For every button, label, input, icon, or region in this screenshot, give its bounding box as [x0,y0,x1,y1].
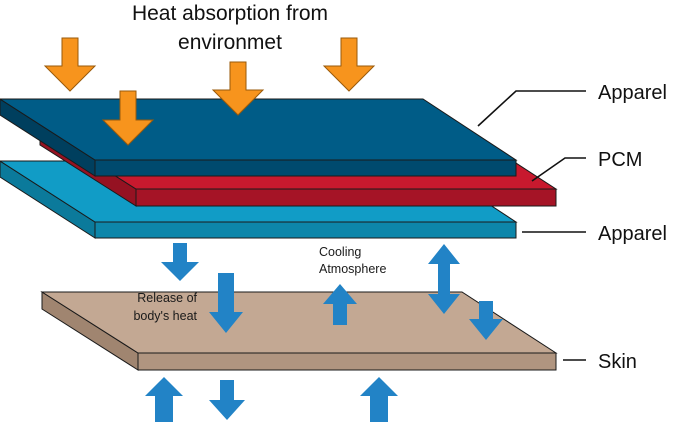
down-arrow-icon [161,243,199,281]
leader-apparel-top [477,90,586,127]
down-arrow-icon [469,301,503,340]
apparel-top-layer [0,98,518,177]
label-skin: Skin [598,351,637,373]
down-arrow-icon [43,37,97,92]
up-arrow-icon [323,284,357,325]
up-down-arrow-icon [428,244,460,314]
leader-pcm [531,157,586,182]
down-arrow-icon [209,273,243,333]
cooling-note-line-1: Cooling [319,245,361,259]
flow-arrows [145,243,503,422]
skin-layer-top [40,291,558,354]
leader-lines [477,90,586,361]
up-arrow-icon [145,377,183,422]
release-note-line-2: body's heat [133,309,197,323]
heat-arrows [43,37,376,146]
down-arrow-icon [101,90,155,146]
down-arrow-icon [322,37,376,92]
release-note-line-1: Release of [137,291,197,305]
down-arrow-icon [211,61,265,116]
apparel-bottom-front [94,221,517,239]
label-pcm: PCM [598,149,642,171]
diagram-title-line-2: environmet [178,31,282,54]
skin-layer-front [137,352,557,371]
label-apparel-top: Apparel [598,82,667,104]
label-apparel-bottom: Apparel [598,223,667,245]
pcm-front [135,188,557,207]
diagram-title-line-1: Heat absorption from [132,2,328,25]
up-arrow-icon [360,377,398,422]
skin-layer [40,291,558,371]
apparel-top-front [94,159,517,177]
down-arrow-icon [209,380,245,420]
cooling-note-line-2: Atmosphere [319,262,386,276]
